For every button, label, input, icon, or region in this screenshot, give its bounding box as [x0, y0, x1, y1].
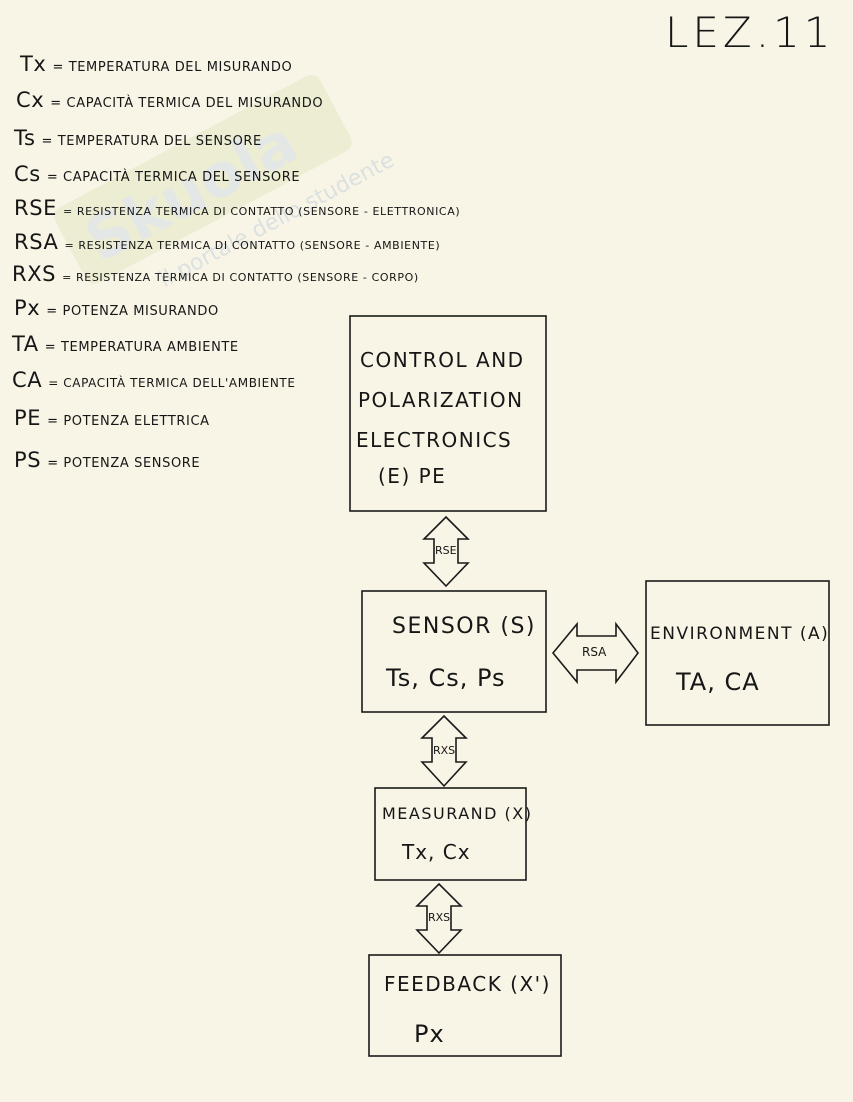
legend-definition: = RESISTENZA TERMICA DI CONTATTO (SENSOR… [63, 205, 461, 218]
legend-symbol: Ts [14, 126, 36, 150]
electronics-line-1: CONTROL AND [360, 348, 525, 372]
feedback-box [368, 954, 562, 1057]
legend-symbol: CA [12, 368, 43, 392]
legend-definition: = TEMPERATURA DEL SENSORE [41, 134, 262, 149]
double-arrow-rxs-upper [420, 714, 468, 788]
arrow-label-rse: RSE [435, 544, 457, 557]
feedback-variables: Px [414, 1020, 445, 1048]
legend-symbol: Cx [16, 88, 45, 112]
feedback-title: FEEDBACK (X') [384, 972, 551, 996]
legend-symbol: RSE [14, 196, 57, 220]
legend-item: Px = POTENZA MISURANDO [14, 296, 219, 320]
legend-item: CA = CAPACITÀ TERMICA DELL'AMBIENTE [12, 368, 296, 392]
legend-symbol: Tx [20, 52, 47, 76]
electronics-box [349, 315, 547, 512]
legend-definition: = RESISTENZA TERMICA DI CONTATTO (SENSOR… [62, 271, 419, 284]
double-arrow-rxs-lower [415, 882, 463, 955]
legend-definition: = RESISTENZA TERMICA DI CONTATTO (SENSOR… [64, 239, 441, 252]
legend-symbol: PS [14, 448, 42, 472]
sensor-box [361, 590, 547, 713]
electronics-line-4: (E) PE [378, 464, 447, 488]
arrow-label-rxs-upper: RXS [433, 744, 456, 757]
legend-item: PS = POTENZA SENSORE [14, 448, 200, 472]
environment-title: ENVIRONMENT (A) [650, 624, 830, 644]
electronics-line-3: ELECTRONICS [356, 428, 513, 452]
legend-item: Tx = TEMPERATURA DEL MISURANDO [20, 52, 292, 76]
legend-definition: = TEMPERATURA DEL MISURANDO [52, 60, 293, 75]
legend-definition: = CAPACITÀ TERMICA DELL'AMBIENTE [48, 376, 296, 390]
legend-symbol: PE [14, 406, 42, 430]
legend-symbol: RXS [12, 262, 57, 286]
legend-item: Cx = CAPACITÀ TERMICA DEL MISURANDO [16, 88, 323, 112]
legend-item: Cs = CAPACITÀ TERMICA DEL SENSORE [14, 162, 300, 186]
legend-symbol: TA [12, 332, 39, 356]
sensor-variables: Ts, Cs, Ps [386, 664, 506, 692]
legend-symbol: Cs [14, 162, 41, 186]
page-title: LEZ.11 [665, 8, 835, 57]
arrow-label-rsa: RSA [582, 645, 607, 659]
environment-box [645, 580, 830, 726]
double-arrow-rsa [551, 621, 640, 685]
legend-item: PE = POTENZA ELETTRICA [14, 406, 210, 430]
legend-definition: = POTENZA ELETTRICA [47, 414, 210, 429]
measurand-variables: Tx, Cx [402, 840, 471, 864]
arrow-label-rxs-lower: RXS [428, 911, 451, 924]
legend-definition: = CAPACITÀ TERMICA DEL MISURANDO [50, 96, 324, 111]
legend-item: Ts = TEMPERATURA DEL SENSORE [14, 126, 262, 150]
environment-variables: TA, CA [676, 668, 760, 696]
legend-item: RSA = RESISTENZA TERMICA DI CONTATTO (SEN… [14, 230, 440, 254]
electronics-line-2: POLARIZATION [358, 388, 524, 412]
legend-item: RXS = RESISTENZA TERMICA DI CONTATTO (SEN… [12, 262, 419, 286]
legend-symbol: Px [14, 296, 41, 320]
legend-symbol: RSA [14, 230, 59, 254]
legend-item: RSE = RESISTENZA TERMICA DI CONTATTO (SEN… [14, 196, 460, 220]
sensor-title: SENSOR (S) [392, 614, 537, 639]
legend-item: TA = TEMPERATURA AMBIENTE [12, 332, 239, 356]
measurand-box [374, 787, 527, 881]
legend-definition: = POTENZA SENSORE [47, 456, 201, 471]
measurand-title: MEASURAND (X) [382, 804, 533, 823]
legend-definition: = TEMPERATURA AMBIENTE [44, 340, 239, 355]
legend-definition: = POTENZA MISURANDO [46, 304, 219, 319]
symbol-legend: Tx = TEMPERATURA DEL MISURANDO Cx = CAPACI… [12, 50, 512, 490]
double-arrow-rse [422, 515, 470, 588]
legend-definition: = CAPACITÀ TERMICA DEL SENSORE [46, 170, 301, 185]
